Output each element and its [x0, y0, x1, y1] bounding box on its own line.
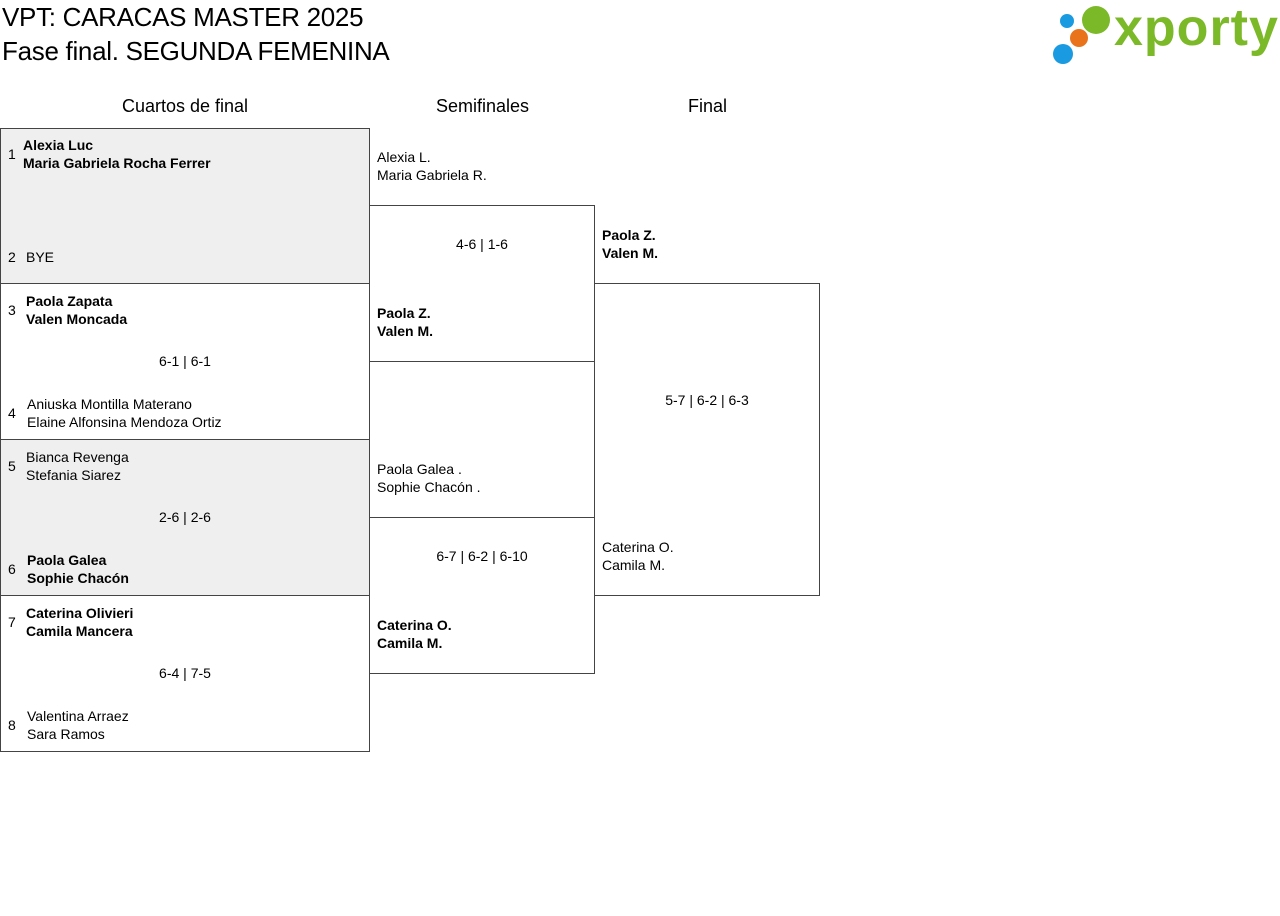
sf2-score: 6-7 | 6-2 | 6-10 [436, 548, 528, 564]
qf2-top-player-1: Paola Zapata [26, 293, 113, 309]
sf1-score: 4-6 | 1-6 [456, 236, 508, 252]
seed-number: 4 [8, 405, 16, 421]
logo-dot-green-icon [1082, 6, 1110, 34]
logo-dot-blue-icon [1060, 14, 1074, 28]
page-title: VPT: CARACAS MASTER 2025 [2, 2, 364, 32]
logo-dot-orange-icon [1070, 29, 1088, 47]
seed-number: 7 [8, 614, 16, 630]
final-bottom-player-2: Camila M. [602, 557, 666, 573]
sf2-bottom-player-2: Camila M. [377, 635, 443, 651]
sf1-bottom-player-1: Paola Z. [377, 305, 431, 321]
qf4-score: 6-4 | 7-5 [159, 665, 211, 681]
seed-number: 1 [8, 146, 16, 162]
qf3-bottom-player-1: Paola Galea [27, 552, 107, 568]
logo-text: xporty [1114, 0, 1279, 57]
seed-number: 8 [8, 717, 16, 733]
qf1-top-player-1: Alexia Luc [23, 137, 94, 153]
qf1-top-player-2: Maria Gabriela Rocha Ferrer [23, 155, 211, 171]
qf3-score: 2-6 | 2-6 [159, 509, 211, 525]
qf2-bottom-player-1: Aniuska Montilla Materano [27, 396, 192, 412]
logo-dot-blue-large-icon [1053, 44, 1073, 64]
qf2-top-player-2: Valen Moncada [26, 311, 128, 327]
qf-match-1[interactable] [0, 128, 370, 284]
qf4-bottom-player-1: Valentina Arraez [27, 708, 129, 724]
final-match[interactable] [594, 283, 820, 596]
final-score: 5-7 | 6-2 | 6-3 [665, 392, 749, 408]
sf2-top-player-2: Sophie Chacón . [377, 479, 481, 495]
seed-number: 2 [8, 249, 16, 265]
qf4-top-player-2: Camila Mancera [26, 623, 133, 639]
sf1-top-player-1: Alexia L. [377, 149, 431, 165]
qf2-score: 6-1 | 6-1 [159, 353, 211, 369]
page-subtitle: Fase final. SEGUNDA FEMENINA [2, 36, 390, 66]
round-header-final: Final [687, 96, 727, 116]
round-header-quarterfinals: Cuartos de final [121, 96, 249, 116]
final-top-player-2: Valen M. [602, 245, 659, 261]
qf4-bottom-player-2: Sara Ramos [27, 726, 105, 742]
round-header-semifinals: Semifinales [435, 96, 530, 116]
qf3-top-player-2: Stefania Siarez [26, 467, 121, 483]
sf2-bottom-player-1: Caterina O. [377, 617, 452, 633]
qf1-bottom-player-1: BYE [26, 249, 55, 265]
qf3-top-player-1: Bianca Revenga [26, 449, 129, 465]
final-top-player-1: Paola Z. [602, 227, 656, 243]
qf-match-3[interactable] [0, 439, 370, 596]
sf1-bottom-player-2: Valen M. [377, 323, 434, 339]
seed-number: 5 [8, 458, 16, 474]
qf2-bottom-player-2: Elaine Alfonsina Mendoza Ortiz [27, 414, 222, 430]
final-bottom-player-1: Caterina O. [602, 539, 674, 555]
xporty-logo[interactable]: xporty [1052, 0, 1278, 68]
qf4-top-player-1: Caterina Olivieri [26, 605, 134, 621]
sf1-top-player-2: Maria Gabriela R. [377, 167, 487, 183]
qf3-bottom-player-2: Sophie Chacón [27, 570, 129, 586]
seed-number: 3 [8, 302, 16, 318]
sf2-top-player-1: Paola Galea . [377, 461, 462, 477]
seed-number: 6 [8, 561, 16, 577]
